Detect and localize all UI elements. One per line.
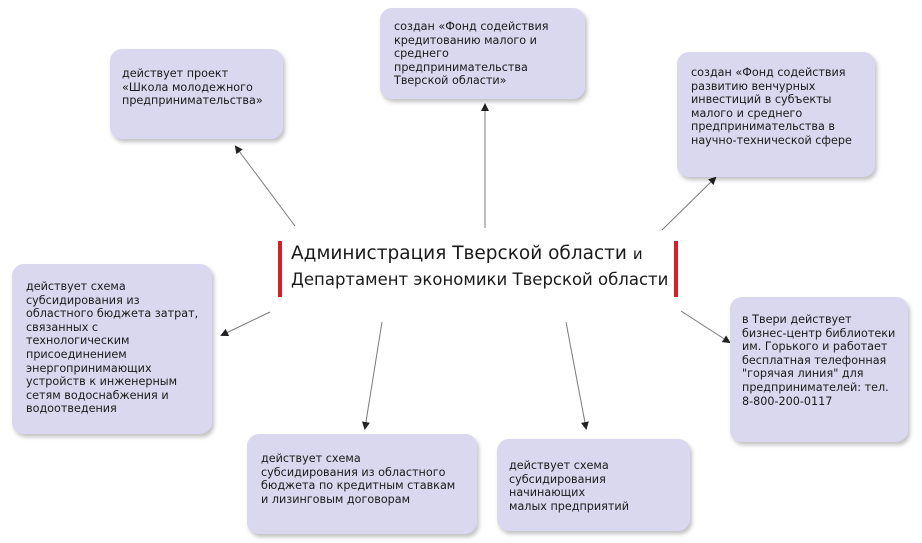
central-title-main: Администрация Тверской области bbox=[291, 243, 627, 264]
node-left: действует схема субсидирования из област… bbox=[12, 264, 212, 434]
arrow-to-bottom-left bbox=[362, 321, 383, 430]
central-title-line1: Администрация Тверской области и bbox=[291, 241, 666, 267]
arrow-to-bottom-center bbox=[565, 321, 589, 430]
central-title-line2: Департамент экономики Тверской области bbox=[291, 270, 669, 289]
arrow-to-top-right bbox=[661, 176, 717, 231]
node-right: в Твери действует бизнес-центр библиотек… bbox=[730, 297, 908, 442]
arrow-to-left bbox=[220, 311, 271, 337]
arrow-to-top-left bbox=[234, 145, 296, 227]
node-bottom-center: действует схема субсидирования начинающи… bbox=[497, 439, 690, 531]
central-title-tail: и bbox=[632, 245, 643, 263]
node-top-left: действует проект «Школа молодежного пред… bbox=[110, 49, 283, 139]
node-bottom-left: действует схема субсидирования из област… bbox=[247, 434, 477, 534]
node-top-right: создан «Фонд содействия развитию венчурн… bbox=[677, 52, 875, 177]
central-node: Администрация Тверской области и Департа… bbox=[278, 241, 678, 297]
arrow-to-right bbox=[680, 310, 731, 344]
node-top-center: создан «Фонд содействия кредитованию мал… bbox=[380, 8, 585, 99]
